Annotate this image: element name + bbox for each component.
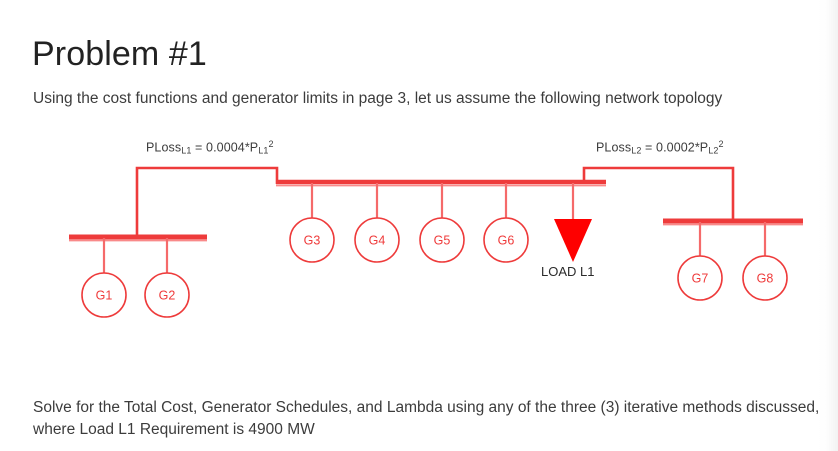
generator-g3-label: G3 bbox=[304, 234, 321, 248]
generator-g4[interactable]: G4 bbox=[354, 217, 400, 263]
generator-g7-label: G7 bbox=[692, 272, 709, 286]
generator-g4-label: G4 bbox=[369, 234, 386, 248]
generator-g5[interactable]: G5 bbox=[419, 217, 465, 263]
generator-g7[interactable]: G7 bbox=[677, 255, 723, 301]
generator-g8[interactable]: G8 bbox=[742, 255, 788, 301]
generator-g6[interactable]: G6 bbox=[483, 217, 529, 263]
ploss-l1-sup: 2 bbox=[268, 139, 274, 149]
bus-right bbox=[663, 218, 803, 226]
network-topology-diagram: PLossL1 = 0.0004*PL12 PLossL2 = 0.0002*P… bbox=[0, 128, 838, 318]
closing-paragraph: Solve for the Total Cost, Generator Sche… bbox=[33, 398, 820, 438]
ploss-l1-middle: = 0.0004*P bbox=[191, 140, 259, 155]
tie-line-left bbox=[135, 166, 279, 238]
ploss-l2-sub1: L2 bbox=[631, 145, 642, 156]
load-l1-label: LOAD L1 bbox=[541, 264, 595, 279]
generator-g2[interactable]: G2 bbox=[144, 272, 190, 318]
ploss-l1-sub1: L1 bbox=[181, 145, 192, 156]
generator-g2-label: G2 bbox=[159, 289, 176, 303]
generator-g6-label: G6 bbox=[498, 234, 515, 248]
generator-g3[interactable]: G3 bbox=[289, 217, 335, 263]
tie-line-right bbox=[582, 166, 735, 223]
bus-left bbox=[69, 234, 207, 242]
generator-g1[interactable]: G1 bbox=[81, 272, 127, 318]
generator-g1-label: G1 bbox=[96, 289, 113, 303]
ploss-l1-prefix: PLoss bbox=[146, 140, 182, 155]
page-title: Problem #1 bbox=[32, 34, 207, 73]
ploss-l2-label: PLossL2 = 0.0002*PL22 bbox=[596, 139, 724, 156]
ploss-l2-sub2: L2 bbox=[708, 145, 719, 156]
intro-paragraph: Using the cost functions and generator l… bbox=[33, 89, 723, 107]
ploss-l2-prefix: PLoss bbox=[596, 140, 632, 155]
ploss-l2-middle: = 0.0002*P bbox=[641, 140, 709, 155]
load-l1-triangle-icon[interactable] bbox=[554, 219, 592, 262]
one-line-diagram-svg: G1 G2 G3 bbox=[69, 166, 803, 318]
generator-g5-label: G5 bbox=[434, 234, 451, 248]
generator-g8-label: G8 bbox=[757, 272, 774, 286]
ploss-l2-sup: 2 bbox=[718, 139, 724, 149]
ploss-l1-label: PLossL1 = 0.0004*PL12 bbox=[146, 139, 274, 156]
ploss-l1-sub2: L1 bbox=[258, 145, 269, 156]
